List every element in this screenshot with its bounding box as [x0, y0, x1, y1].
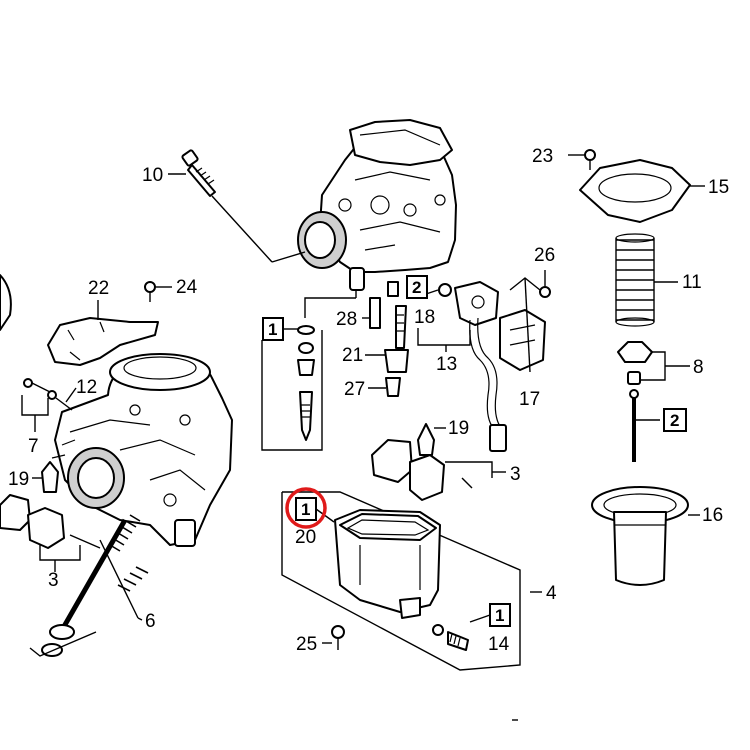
part-6-rod-spring	[29, 514, 149, 657]
part-14-drain-screw	[432, 624, 469, 651]
ref-box-set-e: 1	[469, 603, 511, 627]
leader-line	[304, 297, 356, 318]
red-highlight-circle	[285, 487, 327, 529]
ref-box-set-d-highlighted: 1	[285, 487, 335, 529]
svg-text:1: 1	[268, 320, 277, 339]
part-8-needle-holder	[617, 341, 690, 385]
part-13-sensor-assembly	[417, 270, 551, 452]
part-19-jet-left	[32, 461, 59, 493]
ref-box-set-a: 1	[262, 317, 298, 341]
callout-18: 18	[414, 307, 435, 328]
callout-27: 27	[344, 379, 365, 400]
callout-16: 16	[702, 505, 723, 526]
callout-8: 8	[693, 357, 704, 378]
callout-4: 4	[546, 583, 557, 604]
part-25-screw	[322, 625, 345, 650]
part-22-cover	[47, 300, 159, 366]
part-10-screw	[168, 149, 306, 263]
ref-box-set-c: 2	[663, 408, 687, 432]
callout-22: 22	[88, 278, 109, 299]
callout-24: 24	[176, 277, 198, 298]
callout-13: 13	[436, 354, 457, 375]
callout-3-center: 3	[510, 464, 521, 485]
callout-23: 23	[532, 146, 553, 167]
part-19-jet-center	[417, 423, 446, 456]
center-carburetor-body	[297, 119, 457, 291]
callout-19-left: 19	[8, 469, 29, 490]
callout-15: 15	[708, 177, 729, 198]
svg-text:1: 1	[495, 606, 504, 625]
part-4-float-chamber	[281, 491, 542, 671]
callout-3-left: 3	[48, 570, 59, 591]
part-24-screw	[144, 281, 172, 302]
ref-box-set-b: 2	[406, 275, 428, 299]
callout-19-center: 19	[448, 418, 469, 439]
callout-10: 10	[142, 165, 163, 186]
part-2-jet-needle	[629, 389, 660, 462]
callout-14: 14	[488, 634, 510, 655]
svg-text:1: 1	[301, 500, 310, 519]
callout-6: 6	[145, 611, 156, 632]
part-3-float-left	[0, 494, 101, 572]
callout-17: 17	[519, 389, 540, 410]
callout-12: 12	[76, 377, 97, 398]
callout-11: 11	[682, 272, 702, 293]
callout-25: 25	[296, 634, 317, 655]
part-16-piston	[591, 486, 700, 586]
svg-text:2: 2	[670, 411, 679, 430]
svg-text:2: 2	[412, 278, 421, 297]
part-7-12-screws	[21, 378, 77, 432]
part-23-screw	[568, 149, 596, 170]
callout-28: 28	[336, 309, 357, 330]
part-28-21-27-jets	[362, 281, 409, 397]
part-3-float-center	[371, 439, 506, 501]
part-15-top-cover	[579, 159, 705, 223]
left-carburetor-body	[0, 274, 233, 547]
callout-7: 7	[28, 436, 39, 457]
callout-21: 21	[342, 345, 363, 366]
callout-20: 20	[295, 527, 316, 548]
callout-26: 26	[534, 245, 555, 266]
needle-valve-set	[261, 325, 323, 451]
part-11-spring	[615, 233, 678, 327]
